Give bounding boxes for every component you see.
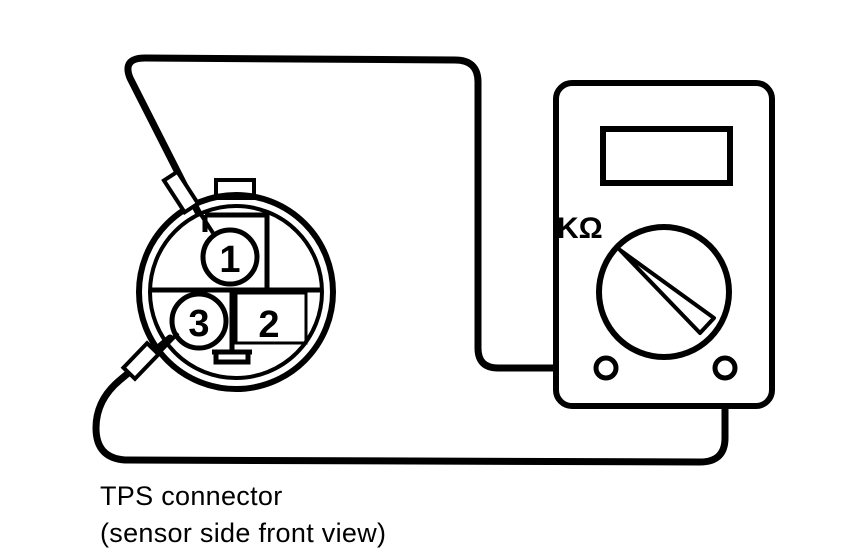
pin-2-cavity (234, 291, 308, 345)
pin-1: 1 (200, 227, 260, 287)
multimeter-display (600, 126, 733, 186)
caption-line-2: (sensor side front view) (100, 518, 387, 548)
pin-1-label: 1 (219, 239, 240, 281)
test-probe-pin3 (120, 331, 180, 382)
connector-body-inner (148, 204, 324, 380)
wire-pin3-to-meter (92, 334, 729, 466)
pin-3-label: 3 (188, 303, 209, 345)
test-probe-pin1 (161, 168, 215, 235)
tps-connector (136, 178, 336, 392)
range-label: KΩ (557, 212, 603, 245)
terminal-right (712, 355, 738, 381)
pin-2-label: 2 (258, 304, 279, 346)
selector-pointer (618, 248, 716, 335)
multimeter: KΩ (553, 80, 775, 409)
wire-pin1-to-meter (124, 54, 604, 372)
caption-line-1: TPS connector (100, 481, 283, 511)
pin-3: 3 (169, 291, 229, 351)
connector-body-outer (136, 192, 336, 392)
terminal-left (593, 355, 619, 381)
